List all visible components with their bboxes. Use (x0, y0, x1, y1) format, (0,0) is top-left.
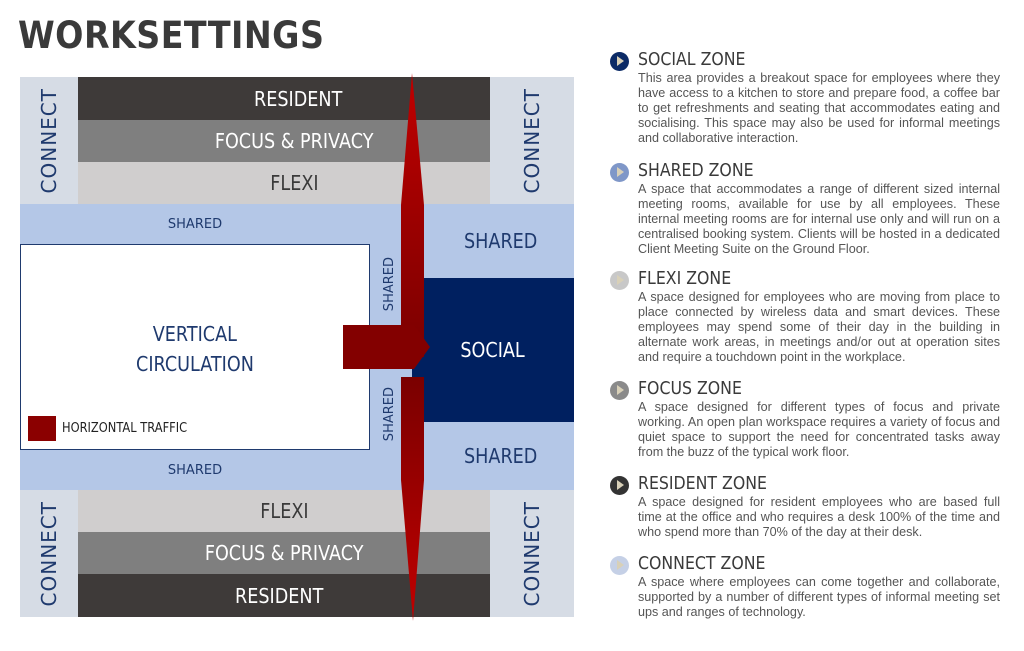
label-line: VERTICAL (152, 322, 238, 346)
zone-description: A space designed for resident employees … (638, 495, 1000, 539)
zone-title: FOCUS ZONE (638, 379, 742, 399)
label: HORIZONTAL TRAFFIC (62, 421, 188, 436)
shared-bottom-band: SHARED (20, 450, 370, 490)
connect-bottom-left: CONNECT (20, 490, 78, 617)
shared-right-top: SHARED (428, 204, 574, 278)
label: RESIDENT (234, 583, 324, 608)
shared-right-bottom: SHARED (428, 422, 574, 490)
traffic-arrow-down (401, 377, 424, 621)
social-zone-block: SOCIAL (412, 278, 574, 422)
zone-description: A space where employees can come togethe… (638, 575, 1000, 619)
play-circle-icon (610, 556, 629, 575)
zone-flexi: FLEXI ZONE A space designed for employee… (610, 269, 1000, 365)
label: SHARED (167, 216, 223, 232)
resident-top: RESIDENT (78, 77, 490, 120)
zone-title: SOCIAL ZONE (638, 50, 746, 70)
label: SHARED (167, 462, 223, 478)
label: RESIDENT (254, 86, 343, 111)
zone-description: A space designed for different types of … (638, 400, 1000, 459)
connect-top-right: CONNECT (490, 77, 574, 204)
traffic-arrows (343, 73, 430, 621)
zone-title: SHARED ZONE (638, 161, 754, 181)
zone-description: A space that accommodates a range of dif… (638, 182, 1000, 256)
zone-focus: FOCUS ZONE A space designed for differen… (610, 379, 1000, 460)
zone-title: RESIDENT ZONE (638, 474, 767, 494)
zone-shared: SHARED ZONE A space that accommodates a … (610, 161, 1000, 257)
zone-title: CONNECT ZONE (638, 554, 766, 574)
zone-social: SOCIAL ZONE This area provides a breakou… (610, 50, 1000, 146)
play-circle-icon (610, 381, 629, 400)
zone-title: FLEXI ZONE (638, 269, 732, 289)
label: FOCUS & PRIVACY (204, 541, 364, 565)
zone-description: A space designed for employees who are m… (638, 290, 1000, 364)
shared-top-band: SHARED (20, 204, 370, 244)
label: FOCUS & PRIVACY (214, 129, 374, 153)
zone-description: This area provides a breakout space for … (638, 71, 1000, 145)
resident-bottom: RESIDENT (78, 574, 490, 617)
play-circle-icon (610, 52, 629, 71)
traffic-arrow-right (343, 325, 430, 369)
play-circle-icon (610, 271, 629, 290)
label: FLEXI (269, 171, 319, 195)
zone-connect: CONNECT ZONE A space where employees can… (610, 554, 1000, 620)
focus-bottom: FOCUS & PRIVACY (78, 532, 490, 574)
page-title: WORKSETTINGS (18, 14, 325, 57)
label: SHARED (464, 229, 538, 253)
zone-resident: RESIDENT ZONE A space designed for resid… (610, 474, 1000, 540)
play-circle-icon (610, 476, 629, 495)
vertical-circulation-block: VERTICAL CIRCULATION HORIZONTAL TRAFFIC (20, 244, 370, 450)
label: SHARED (464, 444, 538, 468)
play-circle-icon (610, 163, 629, 182)
vertical-circulation-label: VERTICAL CIRCULATION (21, 319, 369, 379)
label: FLEXI (259, 499, 309, 523)
traffic-legend-swatch (28, 416, 56, 441)
connect-top-left: CONNECT (20, 77, 78, 204)
label-line: CIRCULATION (136, 352, 254, 376)
focus-top: FOCUS & PRIVACY (78, 120, 490, 162)
label: SOCIAL (460, 338, 526, 362)
traffic-legend-label: HORIZONTAL TRAFFIC (62, 421, 204, 436)
traffic-arrow-up (401, 73, 424, 357)
connect-bottom-right: CONNECT (490, 490, 574, 617)
